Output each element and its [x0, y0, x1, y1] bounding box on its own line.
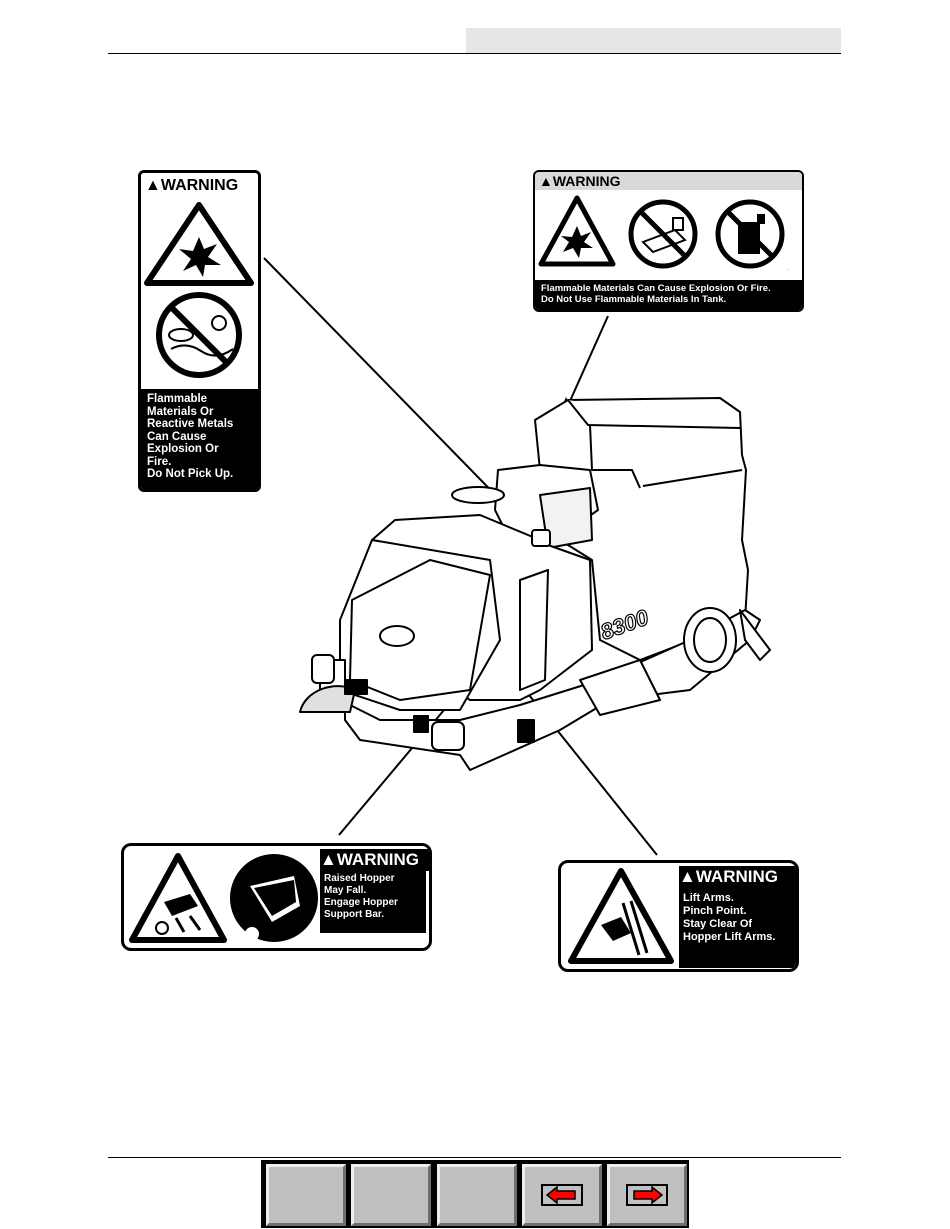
- decal-line: Engage Hopper: [324, 897, 398, 908]
- decal-line: Explosion Or: [147, 443, 219, 455]
- warning-decal-lift-arms: ▲WARNING Lift Arms. Pinch Point. Stay Cl…: [558, 860, 799, 972]
- no-pickup-prohibition-icon: [156, 292, 242, 378]
- decal-line: Reactive Metals: [147, 418, 234, 430]
- footer-rule: [108, 1157, 841, 1158]
- decal-message-area: Lift Arms. Pinch Point. Stay Clear Of Ho…: [679, 888, 796, 968]
- decal-line: Stay Clear Of: [683, 918, 753, 930]
- warning-decal-flammable-pickup: ▲WARNING Flammable Materials Or Reactive…: [138, 170, 261, 492]
- explosion-hazard-icon: [144, 202, 254, 286]
- decal-heading: ▲WARNING: [535, 172, 802, 190]
- decal-line: Hopper Lift Arms.: [683, 931, 776, 943]
- warning-decal-hopper-support: ▲WARNING Raised Hopper May Fall. Engage …: [121, 843, 432, 951]
- nav-button-1[interactable]: [266, 1164, 346, 1226]
- decal-message-area: Flammable Materials Or Reactive Metals C…: [141, 389, 258, 489]
- previous-page-button[interactable]: [522, 1164, 602, 1226]
- decal-line: Pinch Point.: [683, 905, 747, 917]
- nav-button-3[interactable]: [437, 1164, 517, 1226]
- decal-message-area: Flammable Materials Can Cause Explosion …: [535, 280, 802, 310]
- decal-pictogram-row: -: [538, 195, 789, 271]
- decal-line: Flammable Materials Can Cause Explosion …: [541, 283, 771, 294]
- next-page-button[interactable]: [607, 1164, 687, 1226]
- decal-heading: ▲WARNING: [141, 173, 258, 199]
- decal-line: Do Not Use Flammable Materials In Tank.: [541, 294, 727, 305]
- decal-heading: ▲WARNING: [320, 849, 429, 871]
- warning-triangle-icon: ▲: [679, 867, 696, 886]
- pinch-point-hazard-icon: [568, 868, 674, 964]
- warning-decal-flammable-tank: ▲WARNING - Flammable Materials Can Cause…: [533, 170, 804, 312]
- warning-triangle-icon: ▲: [539, 173, 553, 189]
- decal-line: Fire.: [147, 455, 172, 468]
- footer-navigation: [261, 1160, 689, 1228]
- decal-pictogram-row: [129, 853, 318, 943]
- decal-line: Do Not Pick Up.: [147, 468, 234, 480]
- nav-button-2[interactable]: [351, 1164, 431, 1226]
- decal-message-area: Raised Hopper May Fall. Engage Hopper Su…: [320, 871, 426, 933]
- decal-line: May Fall.: [324, 885, 367, 896]
- decal-line: Raised Hopper: [324, 873, 395, 884]
- warning-triangle-icon: ▲: [145, 177, 161, 194]
- arrow-right-icon: [626, 1184, 668, 1206]
- arrow-left-icon: [541, 1184, 583, 1206]
- decal-line: Can Cause: [147, 430, 207, 443]
- header-rule: [108, 53, 841, 54]
- decal-line: Lift Arms.: [683, 892, 734, 904]
- svg-text:-: -: [787, 266, 789, 271]
- warning-triangle-icon: ▲: [320, 850, 337, 869]
- decal-line: Materials Or: [147, 405, 214, 418]
- decal-heading: ▲WARNING: [679, 866, 796, 888]
- decal-line: Support Bar.: [324, 909, 385, 920]
- header-bar: [466, 28, 841, 53]
- decal-line: Flammable: [147, 393, 208, 405]
